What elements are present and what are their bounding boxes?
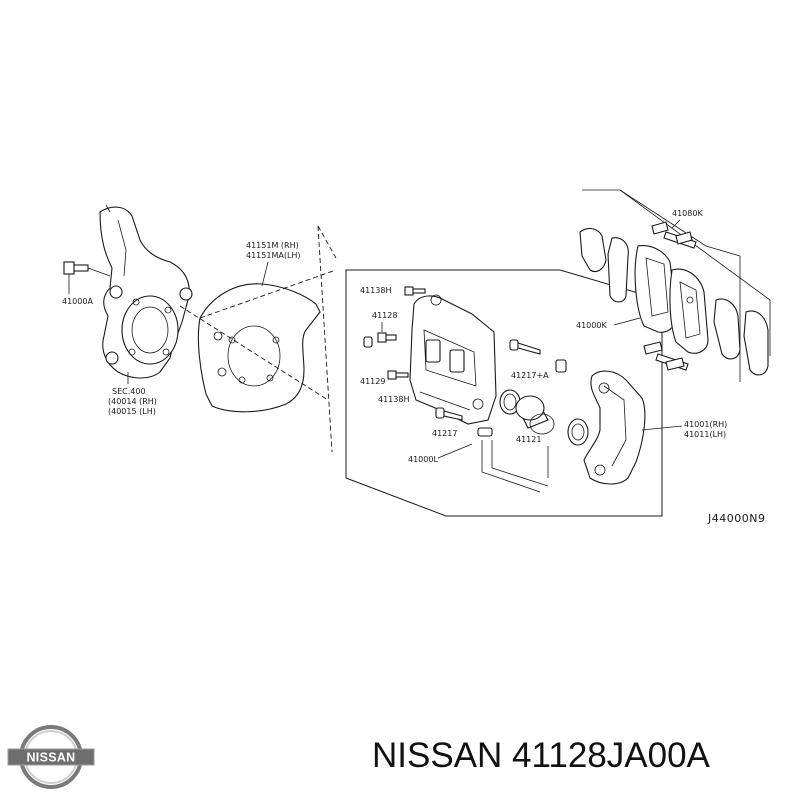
cap-41129 xyxy=(363,336,373,348)
pin-41217 xyxy=(435,407,493,437)
label-40014-rh: (40014 (RH) xyxy=(108,397,157,406)
nissan-logo: NISSAN xyxy=(7,725,95,789)
label-41001-rh: 41001(RH) xyxy=(684,420,727,429)
label-41217: 41217 xyxy=(432,429,457,438)
label-41000a: 41000A xyxy=(62,297,93,306)
brake-pad-inner xyxy=(634,245,677,333)
label-41128: 41128 xyxy=(372,311,397,320)
bleeder-41128 xyxy=(377,332,397,343)
caliper-body xyxy=(409,294,497,425)
label-41151ma-lh: 41151MA(LH) xyxy=(246,251,301,260)
label-41080k: 41080K xyxy=(672,209,703,218)
label-41121: 41121 xyxy=(516,435,541,444)
steering-knuckle xyxy=(99,206,193,379)
label-sec400: SEC.400 xyxy=(112,387,146,396)
label-41129: 41129 xyxy=(360,377,385,386)
label-41217a: 41217+A xyxy=(511,371,549,380)
bolt-41000a xyxy=(63,261,111,294)
pad-shim-far-right xyxy=(743,310,769,376)
nissan-logo-text: NISSAN xyxy=(26,751,75,765)
pad-hardware-clips-bottom xyxy=(643,341,689,371)
brake-backing-plate xyxy=(197,283,321,413)
pad-clip-left xyxy=(607,237,629,303)
anti-squeal-shim-left xyxy=(579,227,607,273)
bolt-41138h-top xyxy=(404,286,426,296)
bolt-41138h-bottom xyxy=(387,370,409,380)
label-40015-lh: (40015 (LH) xyxy=(108,407,156,416)
part-caption: NISSAN 41128JA00A xyxy=(372,736,710,775)
anti-squeal-shim-right xyxy=(713,298,741,360)
caliper-bracket xyxy=(583,370,646,485)
pad-hardware-clips-top xyxy=(651,221,697,249)
label-41151m-rh: 41151M (RH) xyxy=(246,241,299,250)
boot-ring xyxy=(567,418,589,446)
brake-pad-outer xyxy=(669,268,709,354)
caliper-assembly-box xyxy=(345,269,663,517)
label-41000l: 41000L xyxy=(408,455,438,464)
diagram-code: J44000N9 xyxy=(707,512,765,525)
piston-41121 xyxy=(515,395,555,435)
label-41138h-top: 41138H xyxy=(360,286,391,295)
label-41138h-bottom: 41138H xyxy=(378,395,409,404)
label-41000k: 41000K xyxy=(576,321,607,330)
label-41011-lh: 41011(LH) xyxy=(684,430,726,439)
pin-41217a xyxy=(509,339,567,373)
